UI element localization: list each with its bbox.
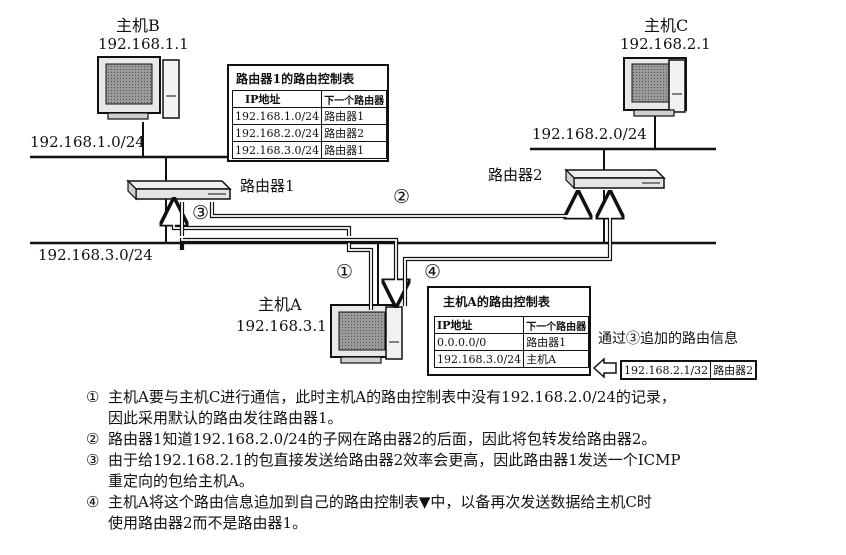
hostA-row-ip: 0.0.0.0/0 [433, 333, 525, 351]
step-1-marker: ① [336, 261, 354, 283]
packet-paths [174, 196, 610, 310]
note-3-line-1: 由于给192.168.2.1的包直接发送给路由器2效率会更高，因此路由器1发送一… [108, 451, 681, 469]
hostA-row-next: 路由器1 [523, 333, 590, 351]
router1-row-ip: 192.168.2.0/24 [231, 124, 323, 142]
table-row: 192.168.3.0/24 路由器1 [231, 141, 388, 159]
note-4-number: ④ [86, 493, 100, 511]
table-row: 192.168.3.0/24 主机A [433, 350, 590, 368]
router1-row-next: 路由器1 [321, 141, 388, 159]
note-4: ④ 主机A将这个路由信息追加到自己的路由控制表▼中，以备再次发送数据给主机C时 … [86, 492, 826, 534]
added-route-label: 通过③追加的路由信息 [598, 331, 738, 347]
note-3-line-2: 重定向的包给主机A。 [108, 472, 254, 490]
router1-table-header-ip: IP地址 [231, 90, 323, 108]
host-c-computer [623, 57, 687, 117]
router-2-label: 路由器2 [488, 166, 543, 184]
hostA-routing-table: 主机A的路由控制表 IP地址 下一个路由器 0.0.0.0/0 路由器1 192… [427, 286, 591, 376]
note-2-number: ② [86, 430, 100, 448]
table-row: 192.168.2.0/24 路由器2 [231, 124, 388, 142]
note-2-line-1: 路由器1知道192.168.2.0/24的子网在路由器2的后面，因此将包转发给路… [108, 430, 657, 448]
router1-routing-table: 路由器1的路由控制表 IP地址 下一个路由器 192.168.1.0/24 路由… [227, 64, 389, 162]
hostA-row-ip: 192.168.3.0/24 [433, 350, 525, 368]
hostA-table-title: 主机A的路由控制表 [443, 295, 551, 309]
hostA-table-header-ip: IP地址 [433, 316, 525, 334]
router1-table-header-next: 下一个路由器 [321, 90, 388, 108]
added-route-ip: 192.168.2.1/32 [620, 361, 712, 379]
hostA-table-header-next: 下一个路由器 [523, 316, 590, 334]
host-b-computer [97, 56, 180, 120]
router-1-label: 路由器1 [240, 177, 295, 195]
note-3: ③ 由于给192.168.2.1的包直接发送给路由器2效率会更高，因此路由器1发… [86, 450, 826, 492]
router-1-device [126, 179, 232, 201]
note-4-line-2: 使用路由器2而不是路由器1。 [108, 514, 308, 532]
router1-row-ip: 192.168.1.0/24 [231, 107, 323, 125]
note-2: ② 路由器1知道192.168.2.0/24的子网在路由器2的后面，因此将包转发… [86, 429, 826, 450]
router1-row-next: 路由器1 [321, 107, 388, 125]
hostA-row-next: 主机A [523, 350, 590, 368]
router1-table-title: 路由器1的路由控制表 [236, 72, 355, 86]
net-192-168-3-label: 192.168.3.0/24 [38, 246, 153, 264]
host-b-ip: 192.168.1.1 [98, 35, 189, 53]
host-b-name: 主机B [116, 16, 160, 35]
added-route-entry: 192.168.2.1/32 路由器2 [620, 360, 758, 380]
router-2-device [564, 168, 666, 190]
note-1: ① 主机A要与主机C进行通信，此时主机A的路由控制表中没有192.168.2.0… [86, 387, 826, 429]
note-1-number: ① [86, 388, 100, 406]
note-3-number: ③ [86, 451, 100, 469]
note-1-line-1: 主机A要与主机C进行通信，此时主机A的路由控制表中没有192.168.2.0/2… [108, 388, 676, 406]
step-2-marker: ② [393, 186, 411, 208]
host-a-name: 主机A [258, 295, 302, 314]
table-row: 192.168.2.1/32 路由器2 [620, 361, 757, 379]
step-4-marker: ④ [424, 261, 442, 283]
table-row: 0.0.0.0/0 路由器1 [433, 333, 590, 351]
host-a-ip: 192.168.3.1 [236, 317, 327, 335]
router1-row-next: 路由器2 [321, 124, 388, 142]
host-c-ip: 192.168.2.1 [620, 35, 711, 53]
note-4-line-1: 主机A将这个路由信息追加到自己的路由控制表▼中，以备再次发送数据给主机C时 [108, 493, 652, 511]
host-a-computer [330, 304, 403, 364]
table-row: 192.168.1.0/24 路由器1 [231, 107, 388, 125]
step-3-marker: ③ [192, 202, 210, 224]
note-1-line-2: 因此采用默认的路由发往路由器1。 [108, 409, 343, 427]
net-192-168-2-label: 192.168.2.0/24 [532, 125, 647, 143]
router1-row-ip: 192.168.3.0/24 [231, 141, 323, 159]
net-192-168-1-label: 192.168.1.0/24 [30, 133, 145, 151]
host-c-name: 主机C [644, 16, 689, 35]
explanation-notes: ① 主机A要与主机C进行通信，此时主机A的路由控制表中没有192.168.2.0… [86, 387, 826, 534]
added-route-arrow [592, 357, 617, 379]
added-route-next: 路由器2 [710, 361, 757, 379]
